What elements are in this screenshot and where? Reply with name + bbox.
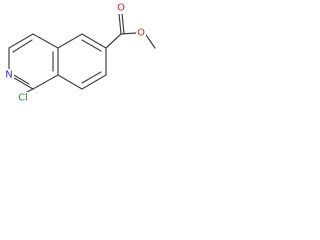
atom-label-set: N Cl O O [4, 2, 146, 105]
bond-c-o-double-a [118, 12, 122, 35]
bond-c5-c6-inner [81, 39, 102, 52]
atom-n: N [4, 69, 14, 81]
atom-label-o-ester: O [137, 28, 145, 39]
bond-c7-c8 [81, 74, 107, 90]
bond-c1-n-inner [11, 73, 30, 85]
atom-label-o-carbonyl: O [117, 3, 125, 14]
atom-o-carbonyl: O [116, 2, 126, 14]
bond-o-methyl [145, 34, 156, 49]
bond-c-o-double-b [121, 12, 125, 35]
bond-c3-c4 [8, 33, 34, 49]
atom-o-ester: O [136, 27, 146, 39]
bond-c4-c4a [32, 33, 59, 49]
bond-c3-c4-inner [12, 39, 33, 53]
bond-c7-c8-inner [81, 71, 102, 84]
bond-c8a-c1 [32, 74, 59, 90]
atom-cl: Cl [15, 92, 31, 105]
bond-c8-c8a [57, 74, 83, 90]
atom-label-n: N [5, 70, 12, 81]
bond-c6-ccarbonyl [105, 33, 122, 49]
molecule-structure: N Cl O O [4, 2, 156, 105]
bond-c-o-ester [120, 32, 137, 35]
bond-c5-c6 [81, 33, 107, 49]
bond-c4a-c5 [57, 33, 83, 49]
bond-set [8, 12, 156, 94]
atom-label-cl: Cl [18, 93, 28, 104]
